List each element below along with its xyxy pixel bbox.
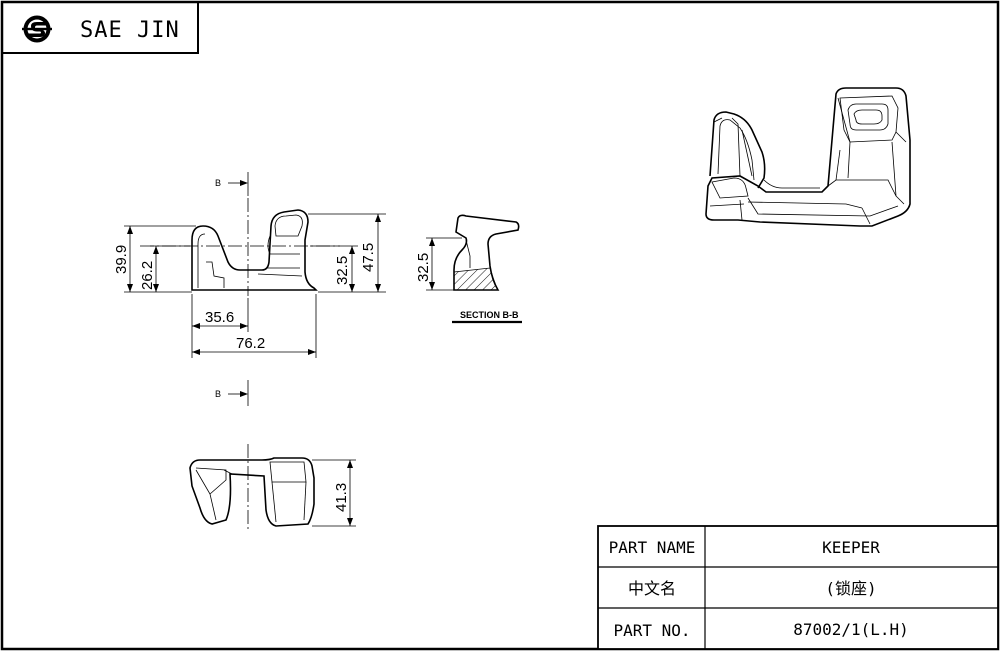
isometric-view	[705, 87, 911, 227]
title-block-value-chinese-name: (锁座)	[825, 579, 876, 598]
dim-height-39-9: 39.9	[113, 245, 130, 274]
dim-height-47-5: 47.5	[360, 243, 377, 272]
dim-section-height-32-5: 32.5	[415, 253, 432, 282]
section-label: SECTION B-B	[460, 310, 519, 320]
dim-width-76-2: 76.2	[236, 335, 265, 352]
dim-height-32-5: 32.5	[334, 256, 351, 285]
title-block-label-part-name: PART NAME	[609, 538, 696, 557]
bottom-view: B 41.3	[189, 380, 356, 532]
front-view: B 39.9 26.2 32.5 47.5 35.6	[113, 172, 386, 358]
brand-name: SAE JIN	[80, 18, 180, 43]
dim-bottom-height-41-3: 41.3	[333, 483, 350, 512]
logo-icon	[22, 15, 52, 43]
brand-block: SAE JIN	[1, 1, 199, 54]
title-block-label-part-no: PART NO.	[613, 621, 690, 640]
title-block-value-part-name: KEEPER	[822, 538, 880, 557]
section-marker-top: B	[215, 178, 221, 188]
title-block-value-part-no: 87002/1(L.H)	[793, 620, 909, 639]
dim-height-26-2: 26.2	[139, 261, 156, 290]
dim-width-35-6: 35.6	[205, 309, 234, 326]
section-marker-bottom: B	[215, 389, 221, 399]
section-view: 32.5 SECTION B-B	[415, 214, 522, 324]
title-block-label-chinese-name: 中文名	[628, 579, 676, 598]
title-block: PART NAME KEEPER 中文名 (锁座) PART NO. 87002…	[597, 525, 999, 650]
